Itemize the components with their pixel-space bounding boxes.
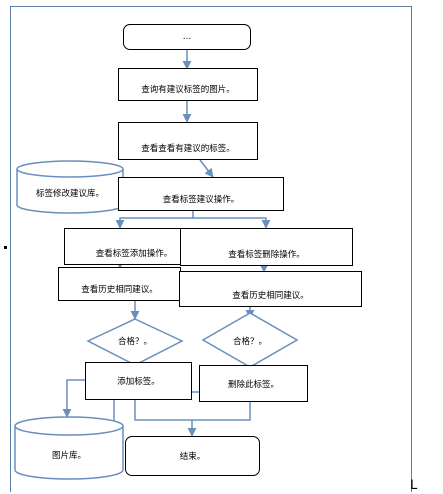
qualified-right-label: 合格？。 [232,337,268,347]
qualified-left-label: 合格？。 [117,337,153,347]
image-db-label: 图片库。 [51,451,87,461]
delete-tag-label: 删除此标签。 [227,379,279,390]
query-images-step: 查询有建议标签的图片。 [118,68,258,101]
diagram-frame [10,6,412,492]
arrow-operation-to-right-branch [193,217,271,229]
query-images-label: 查询有建议标签的图片。 [141,85,235,95]
start-label: … [182,32,192,42]
start-node: … [123,24,251,50]
arrow-delete-down [192,400,251,421]
add-tag-label: 添加标签。 [117,377,160,387]
view-suggested-tags-label: 查看查看有建议的标签。 [141,144,235,154]
view-tag-operation-step: 查看标签建议操作。 [118,177,284,211]
tag-change-db-label: 标签修改建议库。 [35,189,105,199]
arrow-operation-to-branches [115,211,194,229]
view-suggested-tags-step: 查看查看有建议的标签。 [118,122,258,160]
view-history-left-label: 查看历史相同建议。 [81,285,158,295]
view-history-right-label: 查看历史相同建议。 [232,291,309,301]
view-delete-operation-step: 查看标签删除操作。 [180,228,353,266]
arrow-view-tags-to-operation [199,159,214,178]
view-history-left-step: 查看历史相同建议。 [58,267,181,301]
delete-tag-step: 删除此标签。 [199,365,308,402]
view-history-right-step: 查看历史相同建议。 [179,271,362,307]
arrow-add-to-imagedb [62,379,86,418]
page-marker-dot [4,246,7,249]
view-tag-operation-label: 查看标签建议操作。 [162,195,240,205]
end-label: 结束。 [179,452,206,462]
end-node: 结束。 [125,436,260,476]
add-tag-step: 添加标签。 [85,362,192,400]
tag-change-db-shape [16,160,124,214]
arrow-add-down [134,400,197,437]
image-db-shape [14,416,124,480]
view-delete-operation-label: 查看标签删除操作。 [228,250,305,260]
text-cursor-mark: ᒪ [410,478,418,493]
view-add-operation-label: 查看标签添加操作。 [95,249,173,259]
